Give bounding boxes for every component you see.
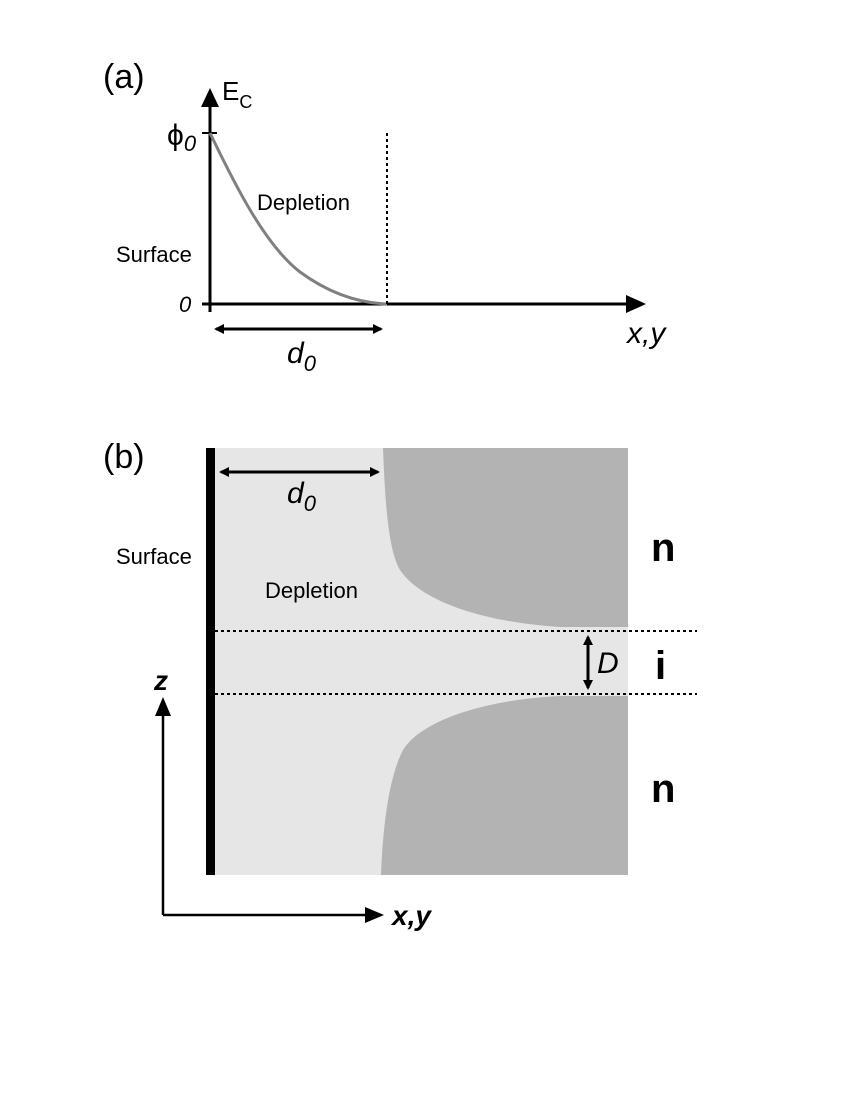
zero-tick-label: 0 xyxy=(179,292,192,317)
panel-b: (b) D d0 Surface Depletion n i n z x,y xyxy=(103,438,697,931)
z-axis-arrowhead xyxy=(155,697,171,716)
n-bottom-label: n xyxy=(651,767,675,811)
n-top-label: n xyxy=(651,526,675,570)
panel-a-depletion-label: Depletion xyxy=(257,190,350,215)
panel-a: (a) EC x,y ϕ0 0 Surface Depletion d0 xyxy=(103,58,667,376)
i-label: i xyxy=(655,644,666,688)
n-region-bottom xyxy=(381,696,628,875)
z-axis-label: z xyxy=(153,665,168,696)
phi0-label: ϕ0 xyxy=(167,119,197,156)
panel-b-label: (b) xyxy=(103,438,145,476)
x-axis-arrowhead xyxy=(626,295,646,313)
panel-b-xy-label: x,y xyxy=(390,900,432,931)
panel-b-depletion-label: Depletion xyxy=(265,578,358,603)
xy-axis-arrowhead xyxy=(365,907,384,923)
n-region-top xyxy=(383,448,628,627)
panel-b-d0-label: d0 xyxy=(287,477,317,516)
panel-a-surface-label: Surface xyxy=(116,242,192,267)
band-bending-curve xyxy=(208,132,388,306)
x-axis-label: x,y xyxy=(625,317,667,350)
panel-a-label: (a) xyxy=(103,58,145,96)
ec-axis-label: EC xyxy=(222,76,252,112)
d0-label: d0 xyxy=(287,337,317,376)
surface-bar xyxy=(206,448,215,875)
ec-axis-arrowhead xyxy=(201,88,219,107)
D-label: D xyxy=(597,647,619,680)
panel-b-surface-label: Surface xyxy=(116,544,192,569)
